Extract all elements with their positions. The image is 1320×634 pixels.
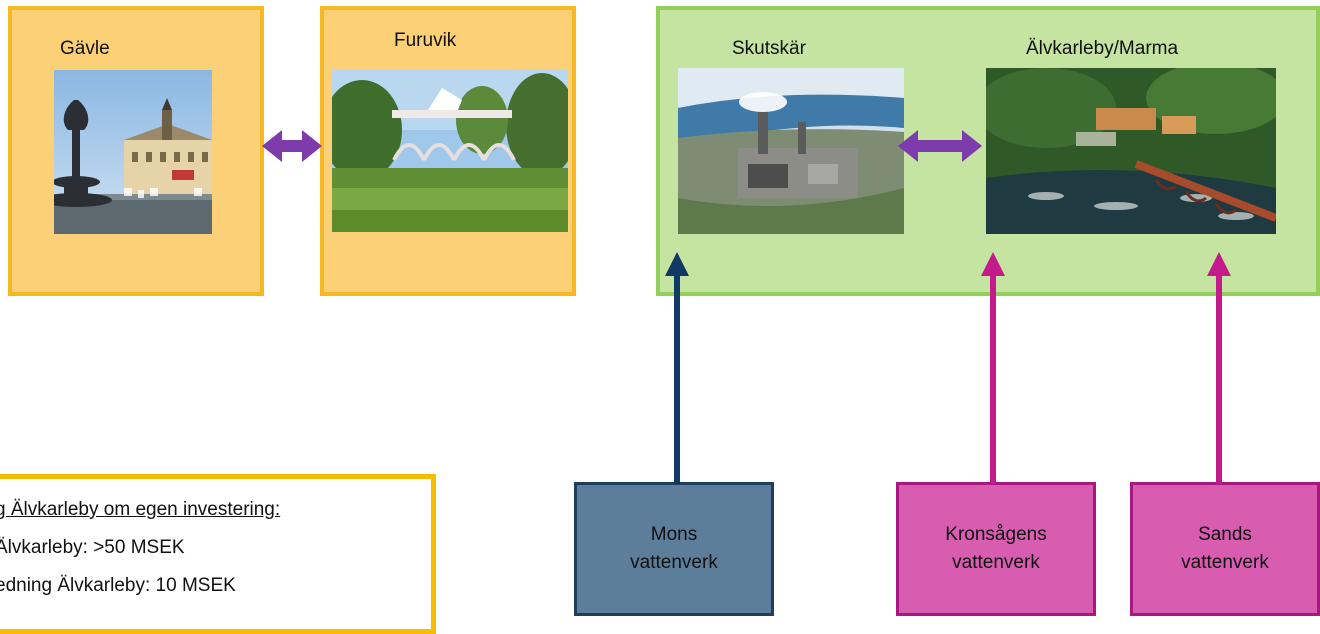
note-line-2: edning Älvkarleby: 10 MSEK [0, 575, 236, 596]
mons-arrow [665, 252, 689, 484]
skutskar-alvkarleby-double-arrow [898, 130, 982, 162]
mons-line1: Mons [650, 524, 698, 545]
kronsagens-line2: vattenverk [952, 552, 1040, 573]
gavle-photo [54, 70, 212, 234]
sands-arrow [1207, 252, 1231, 484]
sands-vattenverk-box: Sands vattenverk [1130, 482, 1320, 616]
furuvik-label: Furuvik [394, 30, 457, 51]
furuvik-box: Furuvik [320, 6, 576, 296]
note-line-1: Älvkarleby: >50 MSEK [0, 537, 185, 558]
alvkarleby-photo [986, 68, 1276, 234]
connectors-layer [262, 130, 1231, 484]
sands-line2: vattenverk [1181, 552, 1269, 573]
skutskar-photo [678, 68, 904, 234]
kronsagens-line1: Kronsågens [945, 524, 1047, 545]
mons-line2: vattenverk [630, 552, 718, 573]
gavle-label: Gävle [60, 38, 110, 59]
alvkarleby-label: Älvkarleby/Marma [1026, 38, 1179, 59]
skutskar-label: Skutskär [732, 38, 806, 59]
gavle-furuvik-double-arrow [262, 130, 322, 162]
note-box: g Älvkarleby om egen investering: Älvkar… [0, 474, 436, 634]
gavle-box: Gävle [8, 6, 264, 296]
sands-line1: Sands [1198, 524, 1252, 545]
note-heading: g Älvkarleby om egen investering: [0, 499, 281, 520]
furuvik-photo [332, 70, 568, 232]
region-box: Skutskär Älvkarleby/Marma [656, 6, 1320, 296]
kronsagens-arrow [981, 252, 1005, 484]
